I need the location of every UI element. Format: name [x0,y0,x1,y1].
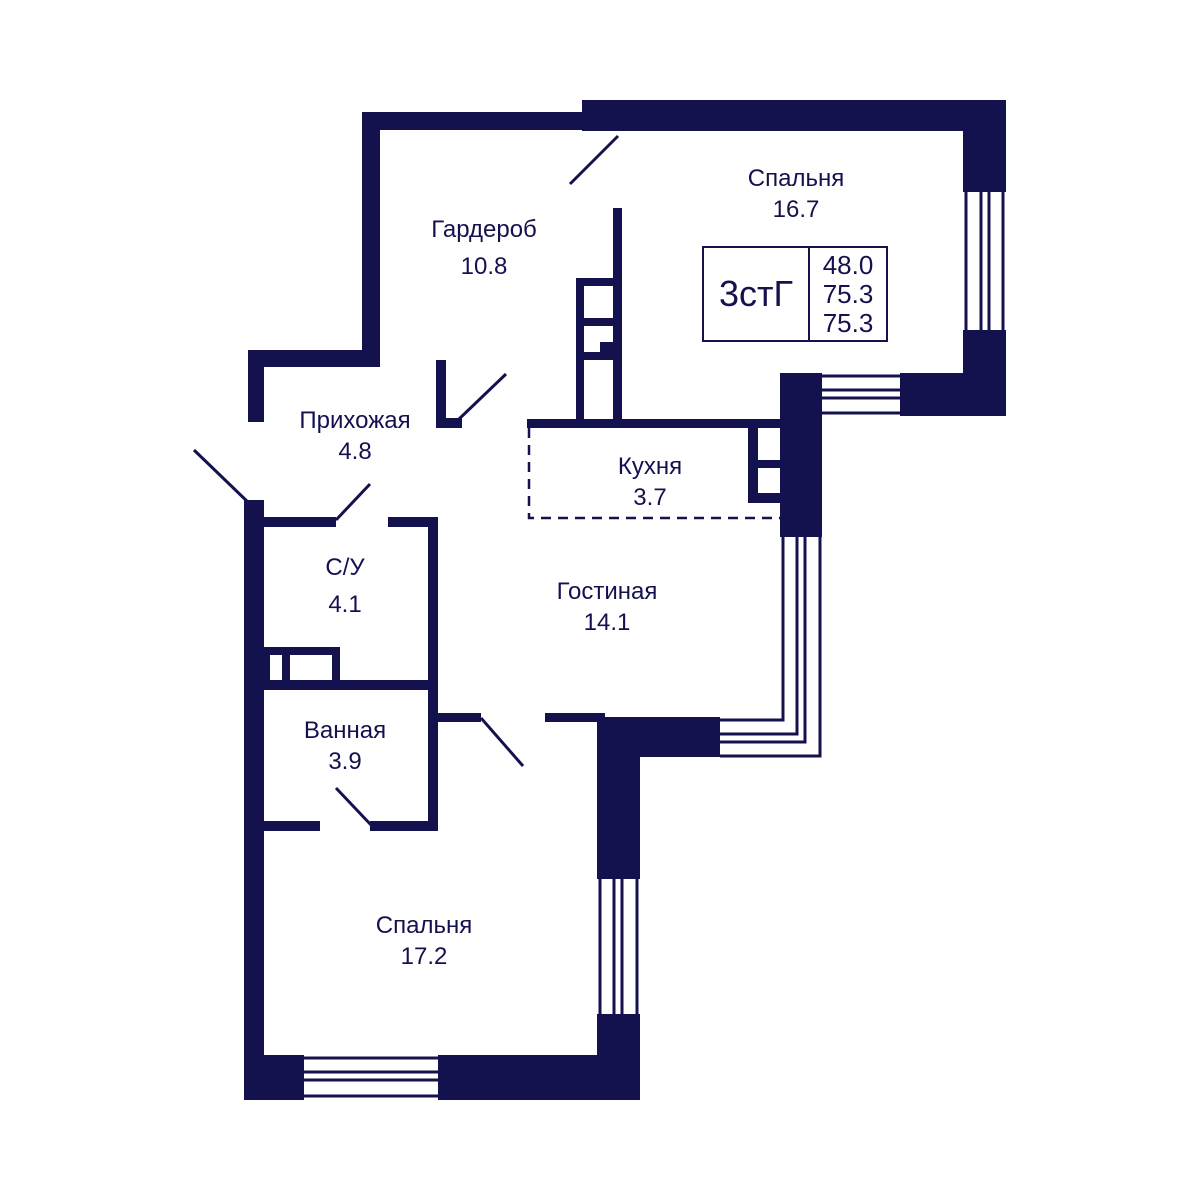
door-entrance [192,448,254,508]
room-area: 16.7 [772,196,820,223]
room-area: 14.1 [583,609,631,636]
door-bathroom [334,786,374,828]
room-area: 17.2 [400,943,448,970]
outer-walls [244,100,1006,1100]
room-area: 3.7 [633,484,667,511]
kitchen-boundary [527,428,784,520]
room-label-bedroom-2: Спальня 17.2 [376,910,472,972]
inner-walls [244,208,788,831]
room-label-bedroom-1: Спальня 16.7 [748,163,844,225]
room-name: Ванная [303,716,387,744]
room-label-wc: С/У 4.1 [325,552,364,620]
room-area: 3.9 [328,748,362,775]
room-label-bathroom: Ванная 3.9 [304,715,386,777]
room-name: Гостиная [556,577,658,605]
door-bedroom-2 [479,717,525,767]
room-label-living-room: Гостиная 14.1 [557,576,658,638]
room-area: 4.1 [328,591,362,618]
room-label-kitchen: Кухня 3.7 [618,451,682,513]
window-bedroom-2-bottom [304,1056,438,1098]
room-name: С/У [325,553,365,581]
room-area: 4.8 [338,438,372,465]
room-area: 10.8 [460,253,508,280]
door-wc [334,482,372,522]
apartment-areas: 48.0 75.3 75.3 [810,248,886,340]
living-area: 48.0 [822,249,874,280]
room-name: Спальня [375,911,473,939]
total-area: 75.3 [822,278,874,309]
window-bedroom-2-right [598,879,639,1014]
room-name: Прихожая [299,406,411,434]
doors [192,134,620,828]
apartment-code: 3стГ [704,248,810,340]
door-wardrobe [456,372,508,422]
room-label-wardrobe: Гардероб 10.8 [431,214,537,282]
total-area-with-balcony: 75.3 [822,307,874,338]
room-name: Гардероб [431,215,537,243]
apartment-info-box: 3стГ 48.0 75.3 75.3 [702,246,888,342]
room-name: Спальня [747,164,845,192]
room-label-hallway: Прихожая 4.8 [299,405,410,467]
window-living-room [720,537,822,758]
window-bedroom-1-right [964,192,1005,330]
door-bedroom-1 [568,134,620,186]
window-bedroom-1-bottom [822,374,900,415]
room-name: Кухня [617,452,683,480]
